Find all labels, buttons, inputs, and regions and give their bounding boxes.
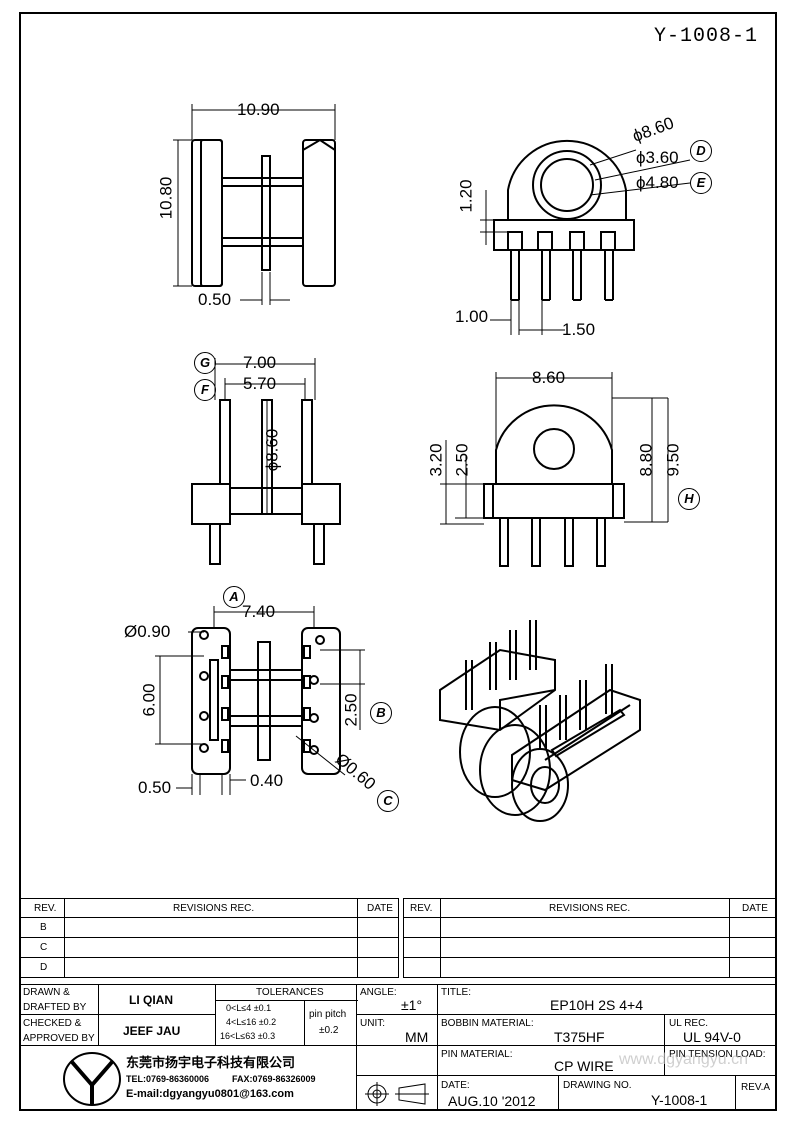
view-isometric	[439, 620, 641, 822]
bobbin-material-value: T375HF	[554, 1029, 605, 1045]
pin-tension-label: PIN TENSION LOAD:	[669, 1049, 766, 1060]
ul-rec-label: UL REC.	[669, 1018, 709, 1029]
rev-row-c: C	[40, 942, 48, 953]
dim-dia-860-vertical: ϕ8.60	[262, 428, 282, 472]
view-side-top	[173, 104, 336, 305]
revisions-header-right: REVISIONS REC.	[549, 903, 631, 914]
drawn-value: LI QIAN	[129, 993, 173, 1007]
angle-label: ANGLE:	[360, 987, 397, 998]
title-label: TITLE:	[441, 987, 472, 998]
company-email: E-mail:dgyangyu0801@163.com	[126, 1088, 294, 1100]
dim-h-120: 1.20	[456, 179, 476, 213]
marker-h: H	[678, 488, 700, 510]
dim-top-flange: 0.50	[198, 290, 232, 309]
rev-value: REV.A	[741, 1082, 771, 1093]
dim-h-320: 3.20	[426, 443, 446, 477]
dim-w-740: 7.40	[242, 602, 276, 621]
drawn-label: DRAWN &	[23, 987, 70, 998]
pin-material-value: CP WIRE	[554, 1058, 614, 1074]
revision-table: REV. REVISIONS REC. DATE REV. REVISIONS …	[19, 898, 777, 978]
company-fax: FAX:0769-86326009	[232, 1074, 316, 1084]
drawing-no-label: DRAWING NO.	[563, 1080, 632, 1091]
dim-top-width: 10.90	[237, 100, 280, 119]
checked-label: CHECKED &	[23, 1018, 82, 1029]
date-header-left: DATE	[367, 903, 393, 914]
title-value: EP10H 2S 4+4	[550, 997, 644, 1013]
approved-label: APPROVED BY	[23, 1033, 95, 1044]
dim-dia-480: ϕ4.80	[636, 173, 679, 192]
marker-a: A	[223, 586, 245, 608]
view-bottom	[155, 606, 365, 795]
dim-w-570: 5.70	[243, 374, 277, 393]
date-label: DATE:	[441, 1080, 470, 1091]
marker-d: D	[690, 140, 712, 162]
tolerances-label: TOLERANCES	[256, 987, 324, 998]
rev-row-b: B	[40, 922, 47, 933]
dim-w-860: 8.60	[532, 368, 566, 387]
marker-f: F	[194, 379, 216, 401]
checked-value: JEEF JAU	[123, 1024, 181, 1038]
rev-row-d: D	[40, 962, 48, 973]
tolerance-row-3: 16<L≤63 ±0.3	[220, 1031, 276, 1041]
dim-dia-090: Ø0.90	[124, 622, 171, 641]
technical-drawing	[155, 104, 691, 822]
marker-c: C	[377, 790, 399, 812]
unit-label: UNIT:	[360, 1018, 385, 1029]
pin-pitch-value: ±0.2	[319, 1025, 339, 1036]
date-header-right: DATE	[742, 903, 768, 914]
dim-w-700: 7.00	[243, 353, 277, 372]
view-front-middle	[440, 372, 669, 567]
marker-b: B	[370, 702, 392, 724]
drawing-no-value: Y-1008-1	[651, 1092, 708, 1108]
watermark: www.dgyangyu.cn	[619, 1051, 748, 1068]
document-number: Y-1008-1	[653, 25, 758, 48]
dim-h-950: 9.50	[663, 443, 683, 477]
drafted-label: DRAFTED BY	[23, 1002, 87, 1013]
unit-value: MM	[405, 1029, 429, 1045]
revisions-header-left: REVISIONS REC.	[173, 903, 255, 914]
date-value: AUG.10 '2012	[448, 1093, 536, 1109]
tolerance-row-1: 0<L≤4 ±0.1	[226, 1003, 272, 1013]
dim-pitch-150: 1.50	[562, 320, 596, 339]
dim-dia-360: ϕ3.60	[636, 148, 679, 167]
marker-e: E	[690, 172, 712, 194]
title-block: DRAWN & DRAFTED BY LI QIAN CHECKED & APP…	[19, 984, 777, 1111]
rev-header-left: REV.	[34, 903, 57, 914]
tolerance-row-2: 4<L≤16 ±0.2	[226, 1017, 277, 1027]
projection-symbol-icon	[365, 1082, 429, 1106]
company-tel: TEL:0769-86360006	[126, 1074, 210, 1084]
bobbin-material-label: BOBBIN MATERIAL:	[441, 1018, 534, 1029]
ul-rec-value: UL 94V-0	[683, 1029, 741, 1045]
company-name: 东莞市扬宇电子科技有限公司	[126, 1055, 296, 1070]
dim-h-880: 8.80	[636, 443, 656, 477]
marker-g: G	[194, 352, 216, 374]
pin-material-label: PIN MATERIAL:	[441, 1049, 513, 1060]
dim-h-600: 6.00	[139, 683, 159, 717]
dim-b-050: 0.50	[138, 778, 172, 797]
company-logo	[63, 1052, 121, 1106]
rev-header-right: REV.	[410, 903, 433, 914]
dim-pitch-250: 2.50	[341, 693, 361, 727]
angle-value: ±1°	[401, 997, 423, 1013]
dim-top-height: 10.80	[156, 176, 176, 220]
dim-pitch-100: 1.00	[455, 307, 489, 326]
view-front-top	[480, 139, 691, 335]
dim-h-250: 2.50	[452, 443, 472, 477]
pin-pitch-label: pin pitch	[309, 1009, 347, 1020]
dim-b-040: 0.40	[250, 771, 284, 790]
